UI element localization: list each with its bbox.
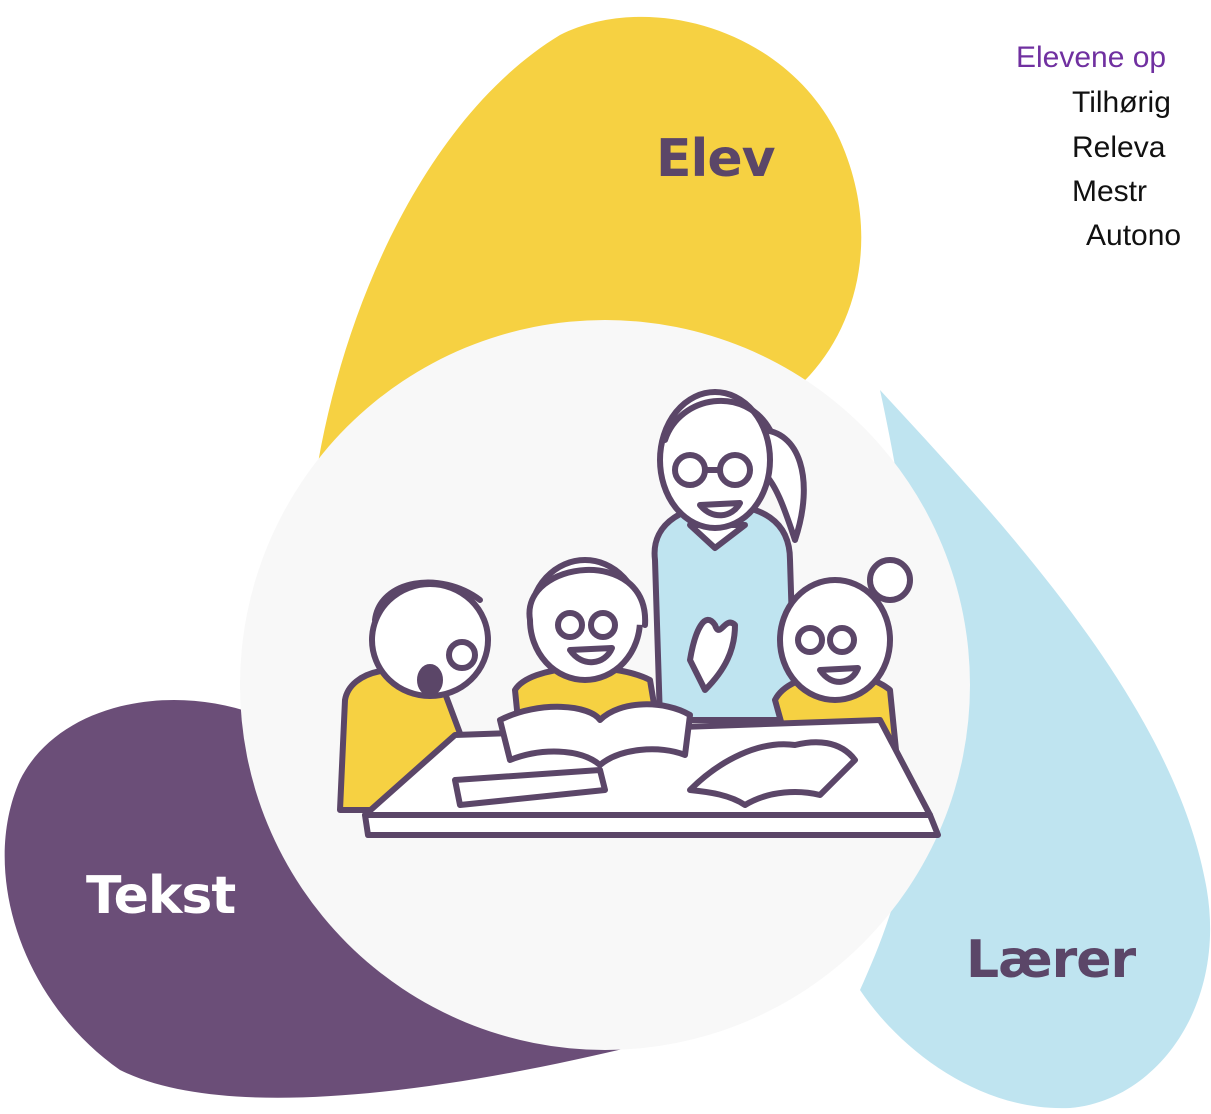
right-girl-smile [817,665,861,685]
book-left [497,701,693,768]
motivation-item-autonomy: Autono [1086,219,1182,252]
laerer-label: Lærer [966,930,1136,990]
book-right [687,739,858,808]
teacher-smile [697,500,743,519]
elev-label: Elev [656,129,776,189]
boy-eye [446,639,478,671]
boy-mouth [417,664,443,696]
right-girl-bun [867,557,913,603]
girl-eye-right [588,610,618,640]
girl-eye-left [555,610,585,640]
motivation-item-belonging: Tilhørig [1072,86,1171,119]
motivation-heading: Elevene op [1016,41,1167,74]
teacher-glasses-left [672,452,708,488]
boy-hair [372,579,483,623]
teacher-head [657,389,773,531]
classroom-illustration [337,389,941,838]
tekst-label: Tekst [86,866,236,926]
motivation-item-relevance: Releva [1072,131,1166,164]
motivation-item-mastery: Mestr [1072,175,1147,208]
motivation-list: Elevene op Tilhørig Releva Mestr Autono [1016,40,1211,310]
girl-hair [526,566,649,628]
right-girl-eye-left [795,625,825,655]
paper [452,767,608,808]
right-girl-eye-right [827,625,857,655]
teacher-hair [662,397,773,443]
teacher-glasses-right [717,452,753,488]
girl-smile [567,645,615,666]
girl-raised-hand [687,616,738,693]
